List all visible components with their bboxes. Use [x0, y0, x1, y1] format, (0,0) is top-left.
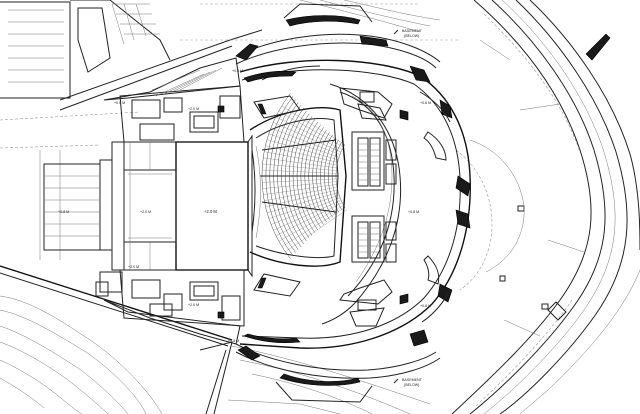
level-foyer-right-top: +0.8 M [420, 101, 431, 105]
seat-divider [262, 181, 337, 189]
seat-divider [264, 151, 338, 166]
seat-divider [265, 145, 338, 163]
seat-divider [273, 200, 342, 231]
annotations: BASEMENT (BELOW) BASEMENT (BELOW) [393, 29, 423, 387]
level-side-yard: +0.8 M [58, 210, 69, 214]
seat-divider [271, 197, 341, 225]
building [43, 3, 471, 403]
seat-divider [262, 163, 337, 171]
seat-divider [263, 184, 337, 195]
seat-divider [273, 122, 342, 153]
seat-divider [275, 116, 343, 150]
basement-label-bottom: BASEMENT [402, 378, 423, 382]
level-backstage-lower-a: +2.0 M [128, 265, 139, 269]
basement-label-top-sub: (BELOW) [404, 34, 419, 38]
basement-label-top: BASEMENT [402, 29, 423, 33]
seat-divider [262, 169, 337, 174]
service-bay [43, 163, 101, 251]
facade-fins [399, 65, 471, 347]
seat-divider [268, 194, 340, 219]
bottom-canopy [235, 333, 441, 403]
seat-divider [270, 127, 341, 155]
foyer-rooms-upper [339, 87, 397, 191]
rear-stage [123, 169, 177, 243]
stage-house [43, 57, 253, 345]
site-context [0, 0, 460, 414]
seat-divider [267, 192, 339, 213]
level-entrance-bottom: +0.8 M [228, 339, 239, 343]
seat-divider [263, 157, 337, 169]
level-backstage-upper: +2.0 M [188, 107, 199, 111]
seat-divider [266, 139, 339, 160]
seat-divider [278, 205, 344, 242]
level-labels: +0.8 M +0.0 M +2.0 M +2.0 M +2.0 M +0.8 … [58, 69, 431, 343]
level-lobby-left-upper: +0.0 M [114, 101, 125, 105]
seat-divider [285, 209, 347, 252]
level-main-stage: +2.0 M [204, 209, 217, 214]
roads [451, 0, 640, 414]
seat-divider [281, 207, 346, 247]
seat-divider [268, 133, 340, 158]
top-canopy [235, 3, 441, 83]
right-site-features [455, 33, 611, 321]
level-backstage-lower-b: +2.0 M [188, 303, 199, 307]
terrain-contours [0, 295, 163, 414]
seat-divider [262, 178, 337, 183]
level-foyer-right-low: +0.8 M [420, 304, 431, 308]
main-stage [175, 141, 249, 271]
auditorium [249, 93, 347, 297]
seat-divider [264, 186, 338, 201]
level-rear-stage: +2.0 M [140, 210, 151, 214]
parking-lot [0, 0, 171, 99]
basement-label-bottom-sub: (BELOW) [404, 383, 419, 387]
level-foyer-right-mid: +0.8 M [408, 210, 419, 214]
seat-divider [275, 202, 343, 236]
seat-divider [281, 105, 345, 145]
level-stage-left-arm: +0.8 M [232, 69, 243, 73]
foyer-rooms-lower [339, 215, 397, 327]
seat-divider [278, 111, 344, 148]
